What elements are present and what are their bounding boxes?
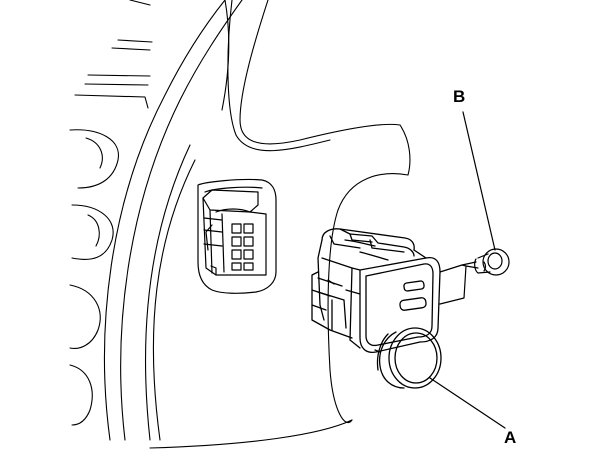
connector-opening: [197, 178, 277, 294]
callout-label-b: B: [453, 87, 466, 106]
retaining-clip-b: [474, 248, 510, 276]
callout-label-a: A: [504, 428, 517, 447]
leader-lines: [429, 111, 506, 429]
vent-louvers: [69, 0, 153, 426]
dashboard-panel: [104, 0, 411, 449]
sensor-unit-a: [311, 228, 442, 389]
leader-line-b: [462, 111, 496, 251]
mounting-path: [439, 261, 479, 305]
leader-line-a: [429, 377, 506, 429]
electrical-connector: [202, 189, 267, 276]
